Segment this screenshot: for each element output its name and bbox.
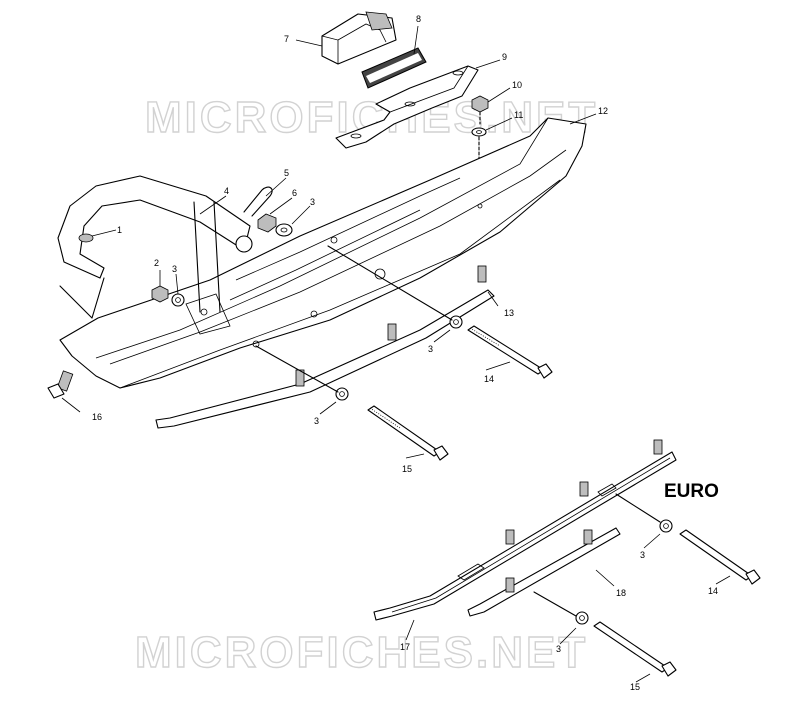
callout-3a: 3 (172, 264, 177, 274)
saddle-block-part-7 (321, 11, 397, 65)
washer-part-11 (471, 127, 487, 137)
callout-16: 16 (92, 412, 102, 422)
leader-lines (61, 25, 731, 683)
callout-15-euro: 15 (630, 682, 640, 692)
nut-part-10 (471, 95, 489, 113)
callout-10: 10 (512, 80, 522, 90)
callout-13: 13 (504, 308, 514, 318)
nut-part-2 (151, 285, 169, 303)
callout-3e: 3 (640, 550, 645, 560)
euro-bolt-part-15 (593, 621, 677, 677)
callout-3f: 3 (556, 644, 561, 654)
euro-heading: EURO (664, 481, 719, 502)
cotter-pin-part-5 (243, 186, 273, 217)
euro-washer-part-3-upper (659, 519, 673, 533)
bolt-part-15 (367, 405, 449, 461)
euro-wear-bar-part-17 (373, 439, 677, 621)
euro-skag-part-18 (467, 527, 621, 617)
nut-part-6 (257, 213, 277, 233)
bracket-part-4 (193, 201, 221, 313)
callout-15: 15 (402, 464, 412, 474)
callout-17: 17 (400, 642, 410, 652)
washer-part-3-left (171, 293, 185, 307)
callout-8: 8 (416, 14, 421, 24)
callout-1: 1 (117, 225, 122, 235)
callout-6: 6 (292, 188, 297, 198)
callout-5: 5 (284, 168, 289, 178)
callout-12: 12 (598, 106, 608, 116)
bolt-part-16 (47, 370, 74, 399)
bolt-part-14 (467, 325, 553, 379)
callout-14-euro: 14 (708, 586, 718, 596)
wear-bar-part-13 (155, 265, 495, 429)
callout-9: 9 (502, 52, 507, 62)
callout-3c: 3 (428, 344, 433, 354)
loop-handle-part-1 (57, 175, 253, 279)
callout-4: 4 (224, 186, 229, 196)
watermark-bottom: MICROFICHES.NET (135, 628, 588, 677)
saddle-bracket-part-9 (335, 65, 479, 149)
wear-pad-part-8 (361, 47, 427, 89)
euro-washer-part-3-lower (575, 611, 589, 625)
callout-numbers: 1 2 3 4 5 6 3 7 8 9 10 11 12 13 3 14 3 1… (92, 14, 718, 692)
callout-14: 14 (484, 374, 494, 384)
callout-3b: 3 (310, 197, 315, 207)
callout-11: 11 (514, 110, 523, 120)
callout-18: 18 (616, 588, 626, 598)
callout-7: 7 (284, 34, 289, 44)
callout-2: 2 (154, 258, 159, 268)
euro-bolt-part-14 (679, 529, 761, 585)
callout-3d: 3 (314, 416, 319, 426)
washer-part-3-mid (449, 315, 463, 329)
washer-part-3-low (335, 387, 349, 401)
washer-part-3-top (275, 223, 293, 237)
watermark-top: MICROFICHES.NET (145, 93, 598, 142)
ski-body-part-12 (59, 117, 587, 389)
